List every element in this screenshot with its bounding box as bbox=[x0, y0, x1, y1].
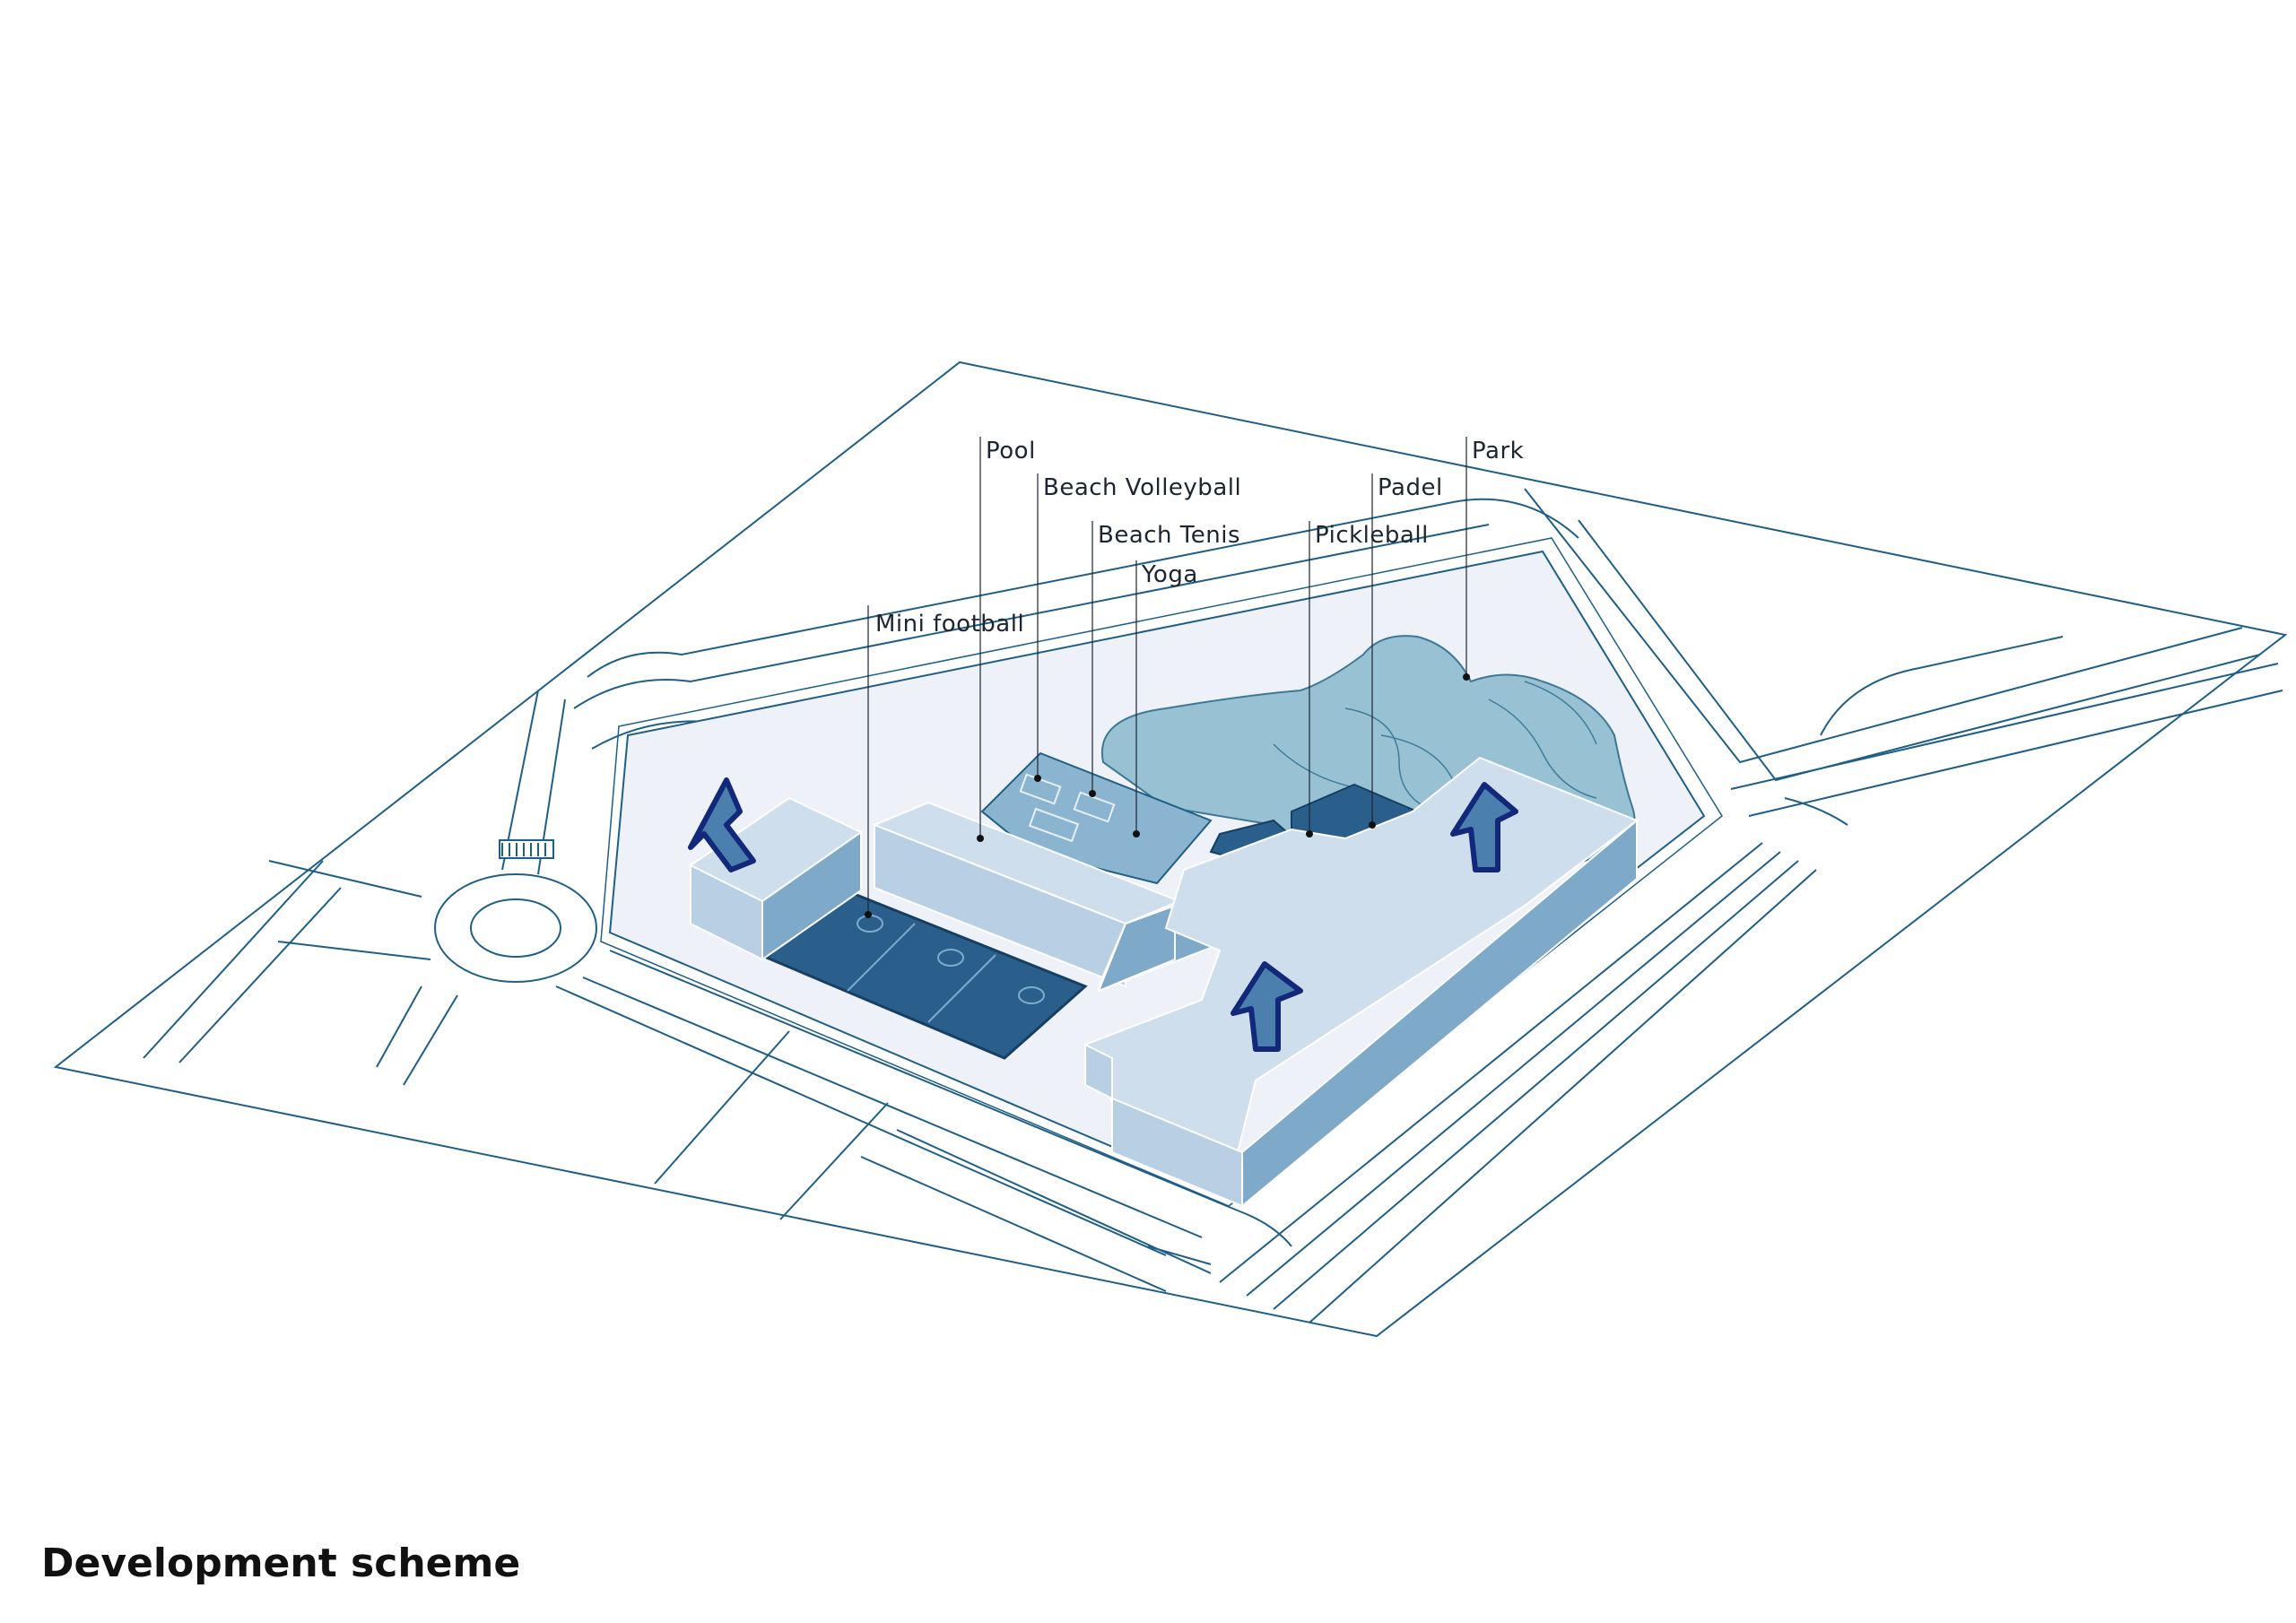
label-pickleball: Pickleball bbox=[1315, 522, 1429, 549]
label-beach-volleyball: Beach Volleyball bbox=[1043, 474, 1241, 501]
up-arrow-icon bbox=[1231, 961, 1303, 1052]
up-arrow-icon bbox=[1450, 782, 1518, 872]
leader-lines bbox=[867, 437, 1467, 915]
figure-title: Development scheme bbox=[41, 1541, 521, 1586]
up-arrow-icon bbox=[688, 777, 756, 872]
label-park: Park bbox=[1472, 438, 1524, 464]
label-yoga: Yoga bbox=[1141, 561, 1198, 588]
label-beach-tenis: Beach Tenis bbox=[1098, 522, 1240, 549]
label-padel: Padel bbox=[1378, 474, 1443, 501]
label-pool: Pool bbox=[986, 438, 1036, 464]
leader-dots bbox=[865, 673, 1470, 918]
building-left bbox=[689, 796, 863, 961]
road-network bbox=[143, 488, 2283, 1324]
label-mini-football: Mini football bbox=[875, 611, 1024, 638]
